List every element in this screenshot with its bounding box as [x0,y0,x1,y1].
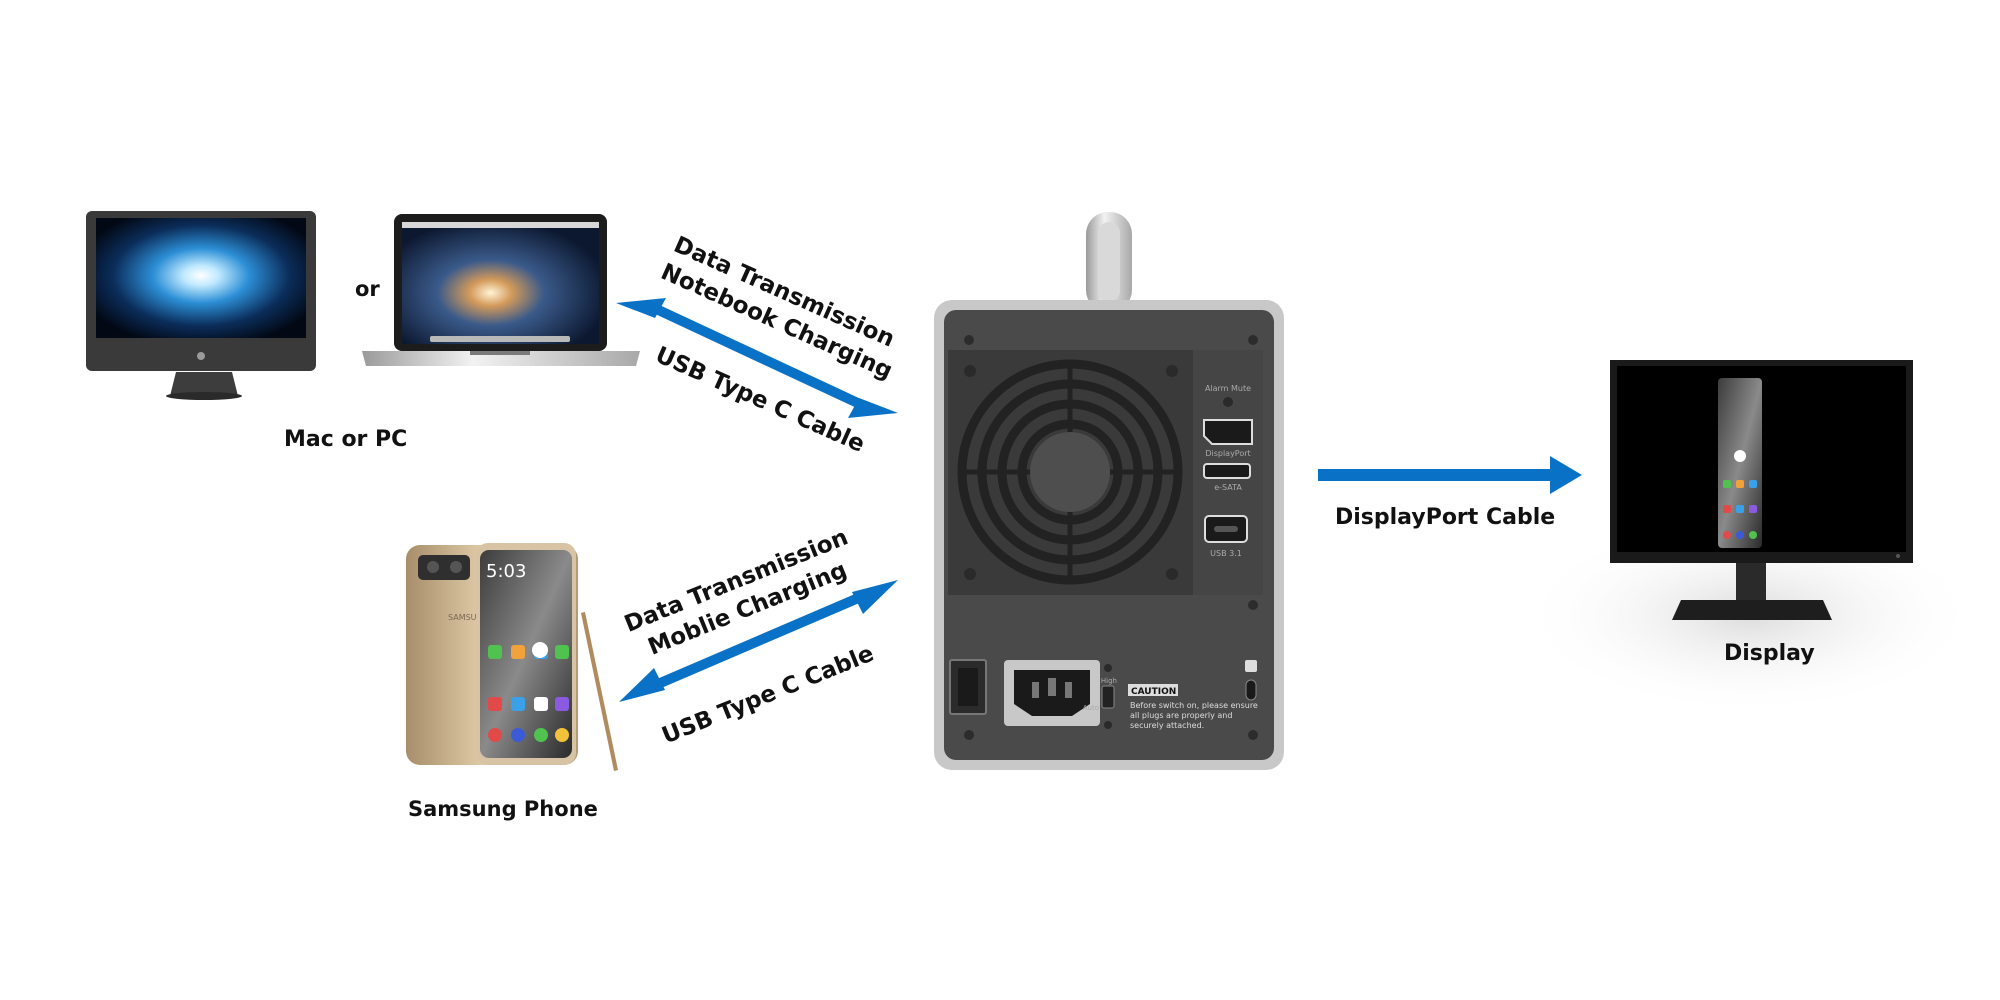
caution-text-3: securely attached. [1130,721,1204,730]
caution-title: CAUTION [1131,687,1176,697]
phone-clock-text: 5:03 [486,561,526,582]
enclosure-rear-panel: Alarm Mute DisplayPort e-SATA USB 3.1 Hi… [934,212,1284,770]
macbook-icon [362,214,640,366]
displayport-port[interactable] [1203,419,1253,445]
fan-speed-switch[interactable] [1101,685,1115,709]
esata-port-label: e-SATA [1214,483,1242,492]
imac-icon [86,211,316,400]
displayport-arrow [1318,456,1582,494]
monitor-icon [1610,360,1913,620]
usb31-port-label: USB 3.1 [1210,549,1242,558]
caution-text-2: all plugs are properly and [1130,711,1232,720]
power-socket-icon [1004,660,1100,726]
esata-port[interactable] [1203,463,1251,479]
fan-auto-label: Auto [1083,704,1099,712]
or-label: or [355,277,380,301]
phone-icon: SAMSUNG 5:03 [406,543,618,771]
display-label: Display [1724,641,1815,666]
alarm-mute-label: Alarm Mute [1205,384,1251,393]
fan-high-label: High [1101,677,1117,685]
fan-icon [957,359,1183,585]
kensington-lock-icon [1245,660,1257,701]
alarm-mute-button[interactable] [1223,397,1233,407]
samsung-phone-label: Samsung Phone [408,797,598,821]
displayport-cable-label: DisplayPort Cable [1335,505,1555,530]
top-double-arrow [616,298,898,418]
bottom-double-arrow [619,580,898,702]
phone-brand-text: SAMSUNG [448,613,489,622]
caution-text-1: Before switch on, please ensure [1130,701,1258,710]
mac-or-pc-label: Mac or PC [284,427,407,452]
displayport-port-label: DisplayPort [1205,449,1250,458]
